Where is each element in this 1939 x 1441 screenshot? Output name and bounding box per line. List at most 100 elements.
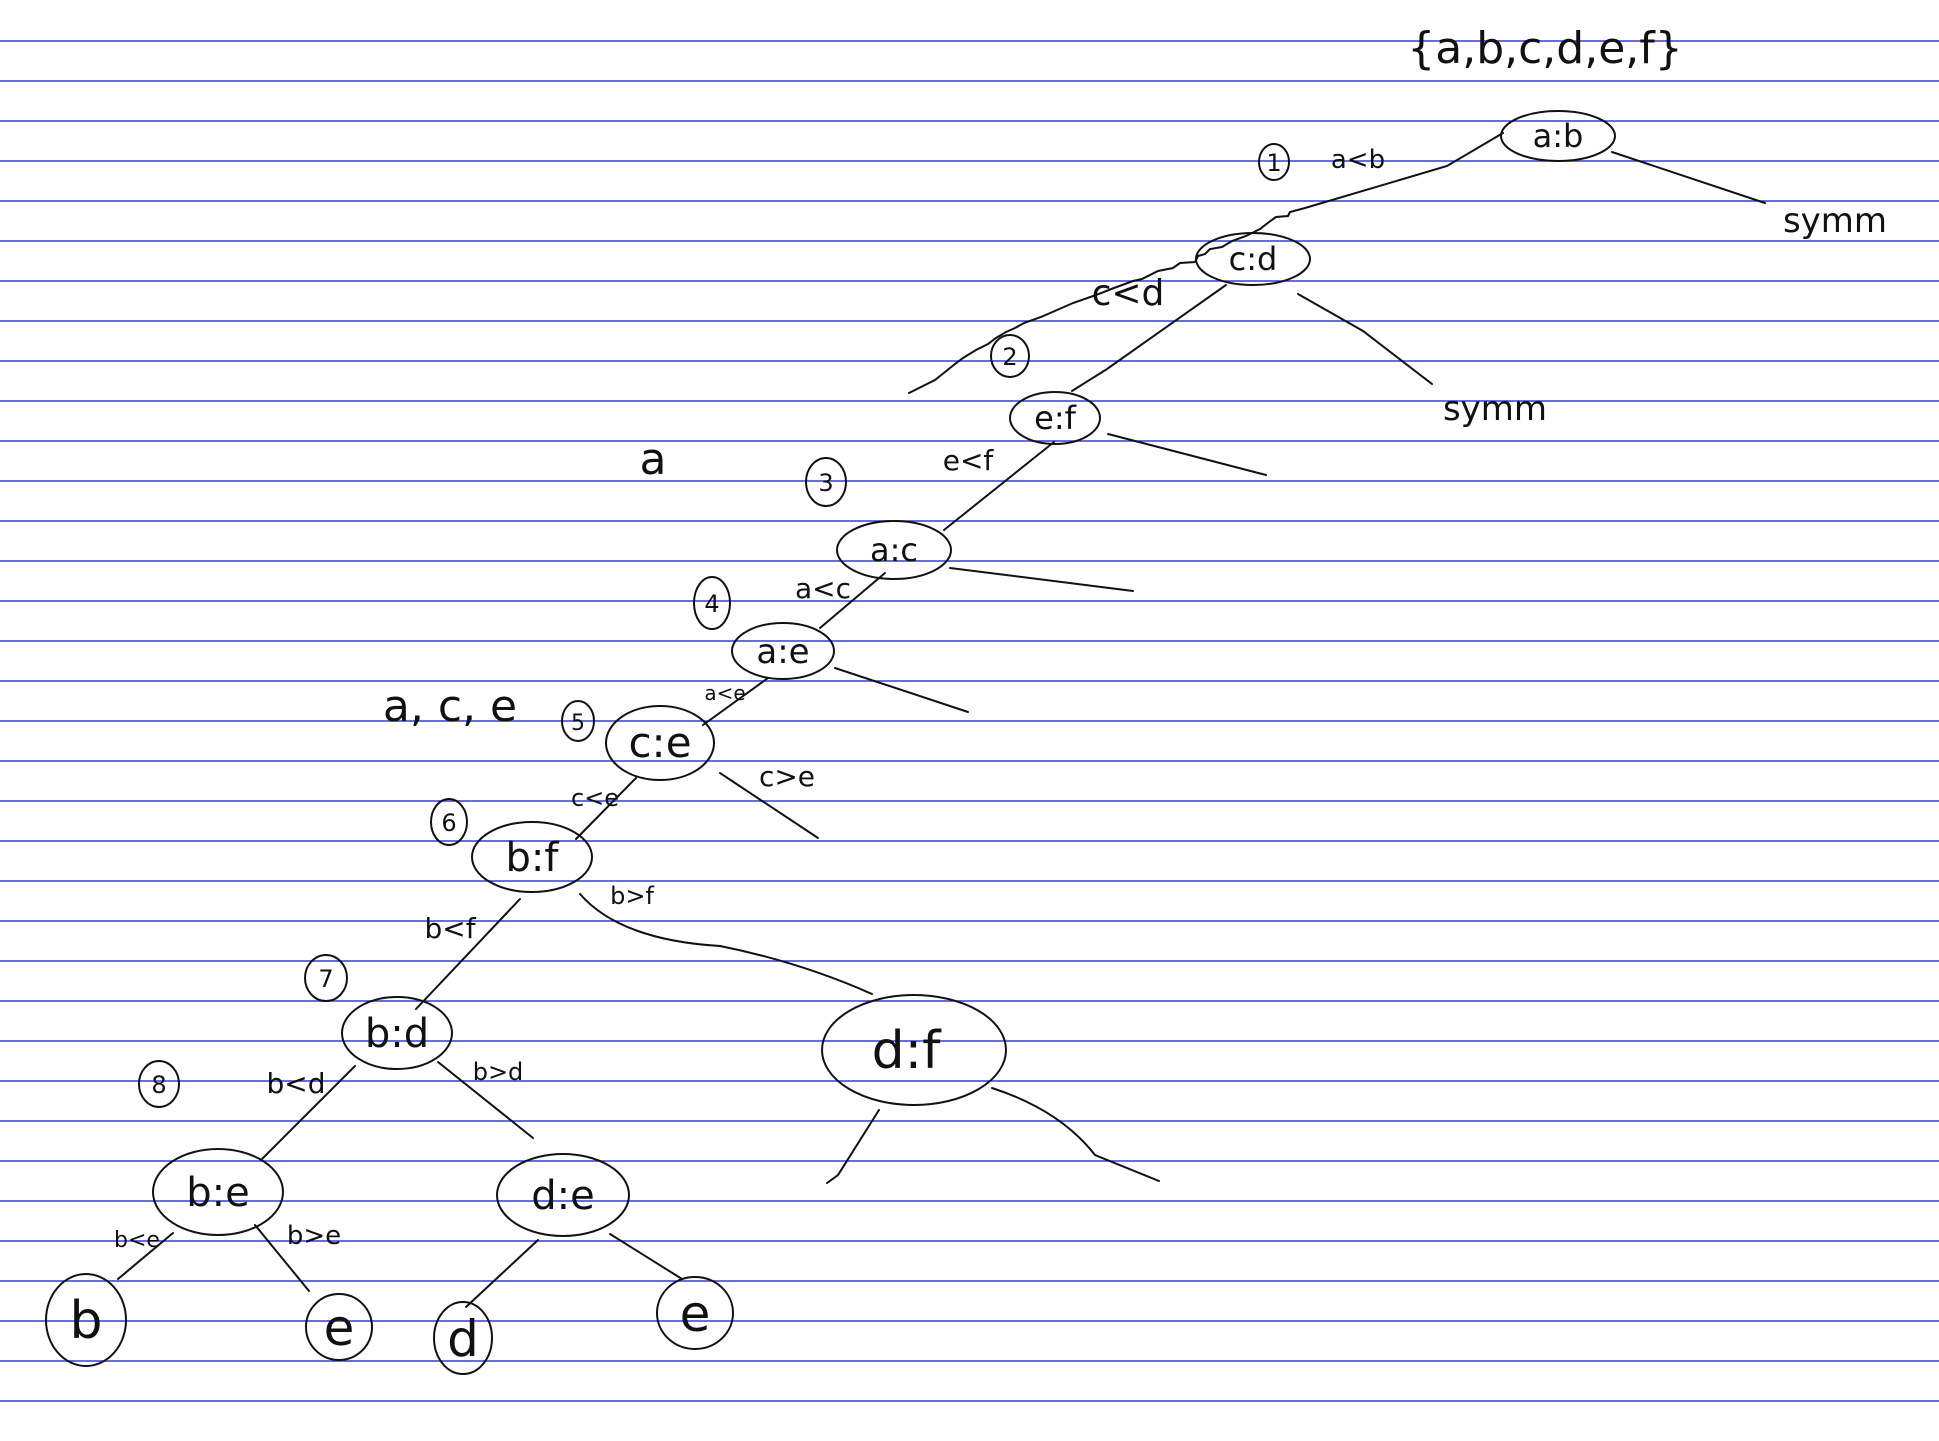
node-ellipse bbox=[836, 520, 952, 580]
edge-be-e bbox=[254, 1224, 310, 1292]
margin-note: a bbox=[640, 434, 667, 485]
svg-text:8: 8 bbox=[151, 1071, 166, 1099]
node-label: d:f bbox=[872, 1021, 943, 1081]
tree-node-be: b:e bbox=[152, 1148, 284, 1236]
edge-label: b<f bbox=[424, 912, 476, 945]
edge-ac-right bbox=[949, 567, 1134, 592]
node-ellipse bbox=[152, 1148, 284, 1236]
step-marker-2: 2 bbox=[990, 334, 1030, 378]
edge-label: c>e bbox=[759, 760, 815, 793]
tree-edges bbox=[117, 132, 1766, 1308]
node-label: a:e bbox=[756, 632, 809, 672]
svg-text:7: 7 bbox=[318, 965, 333, 993]
node-label: c:d bbox=[1229, 240, 1278, 278]
leaf-node-b: b bbox=[45, 1273, 127, 1367]
edge-label: b<e bbox=[114, 1228, 160, 1253]
edge-ce-bf bbox=[575, 777, 637, 840]
edge-de-e bbox=[609, 1233, 683, 1280]
edge-ef-ac bbox=[943, 441, 1055, 531]
tree-node-de: d:e bbox=[496, 1153, 630, 1237]
node-ellipse bbox=[731, 622, 835, 680]
edge-label: c<e bbox=[571, 784, 619, 812]
node-ellipse bbox=[1195, 232, 1311, 286]
tree-node-df: d:f bbox=[821, 994, 1007, 1106]
set-label: {a,b,c,d,e,f} bbox=[1407, 23, 1683, 74]
svg-text:4: 4 bbox=[704, 590, 719, 618]
node-label: d bbox=[447, 1310, 479, 1368]
edge-ce-right bbox=[719, 772, 819, 839]
edge-label: e<f bbox=[943, 444, 995, 477]
edge-ab-symm bbox=[1611, 151, 1766, 204]
node-ellipse bbox=[1009, 391, 1101, 445]
svg-text:2: 2 bbox=[1002, 343, 1017, 371]
node-label: b:f bbox=[506, 835, 560, 881]
node-label: c:e bbox=[628, 718, 691, 767]
edge-label: c<d bbox=[1092, 273, 1165, 314]
edge-label: b>d bbox=[473, 1058, 524, 1086]
tree-node-ae: a:e bbox=[731, 622, 835, 680]
edge-label: a<b bbox=[1331, 145, 1385, 175]
leaf-node-e-right: e bbox=[656, 1276, 734, 1350]
step-marker-4: 4 bbox=[693, 576, 731, 630]
svg-text:3: 3 bbox=[818, 469, 833, 497]
node-label: a:c bbox=[870, 531, 918, 569]
svg-text:1: 1 bbox=[1266, 149, 1281, 177]
edge-ae-ce bbox=[702, 677, 769, 726]
node-label: a:b bbox=[1533, 117, 1584, 155]
edge-cd-symm bbox=[1297, 293, 1433, 385]
node-label: b:d bbox=[365, 1011, 429, 1057]
step-marker-1: 1 bbox=[1258, 143, 1290, 181]
edge-labels: a<b c<d e<f a<c a<e c<e c>e b<f b>f b<d … bbox=[114, 145, 1385, 1253]
edge-cd-ef bbox=[1071, 284, 1227, 392]
step-marker-6: 6 bbox=[430, 798, 468, 846]
svg-text:6: 6 bbox=[441, 809, 456, 837]
step-marker-3: 3 bbox=[805, 457, 847, 507]
edge-df-right bbox=[991, 1087, 1160, 1182]
edge-ae-right bbox=[834, 667, 969, 713]
leaf-node-d: d bbox=[433, 1301, 493, 1375]
step-marker-7: 7 bbox=[304, 954, 348, 1002]
leaf-label-symm: symm bbox=[1443, 389, 1547, 429]
tree-node-ce: c:e bbox=[605, 705, 715, 781]
edge-df-left bbox=[826, 1109, 880, 1184]
node-label: b:e bbox=[186, 1170, 249, 1216]
edge-ef-right bbox=[1107, 433, 1267, 476]
margin-note: a, c, e bbox=[383, 681, 517, 732]
tree-node-ac: a:c bbox=[836, 520, 952, 580]
edge-label: a<c bbox=[795, 572, 851, 605]
edge-ac-ae bbox=[819, 572, 886, 629]
edge-be-b bbox=[117, 1232, 174, 1280]
tree-node-ab: a:b bbox=[1500, 110, 1616, 162]
step-markers: 1 2 3 4 5 6 7 8 bbox=[138, 143, 1290, 1108]
edge-de-d bbox=[465, 1239, 539, 1308]
node-ellipse bbox=[305, 1293, 373, 1361]
node-ellipse bbox=[496, 1153, 630, 1237]
node-label: b bbox=[69, 1291, 102, 1351]
edge-label: b>f bbox=[610, 882, 654, 910]
leaf-label-symm: symm bbox=[1783, 201, 1887, 241]
step-marker-5: 5 bbox=[561, 700, 595, 742]
node-label: e bbox=[680, 1285, 711, 1343]
node-ellipse bbox=[433, 1301, 493, 1375]
tree-node-bf: b:f bbox=[471, 821, 593, 893]
ruled-lines bbox=[0, 40, 1939, 1402]
node-ellipse bbox=[45, 1273, 127, 1367]
edge-bf-df bbox=[579, 893, 873, 995]
node-ellipse bbox=[605, 705, 715, 781]
node-ellipse bbox=[341, 996, 453, 1070]
leaf-node-e-left: e bbox=[305, 1293, 373, 1361]
node-ellipse bbox=[1500, 110, 1616, 162]
node-ellipse bbox=[471, 821, 593, 893]
node-label: e:f bbox=[1034, 399, 1076, 437]
tree-node-ef: e:f bbox=[1009, 391, 1101, 445]
svg-text:5: 5 bbox=[571, 711, 585, 736]
tree-node-cd: c:d bbox=[1195, 232, 1311, 286]
node-label: e bbox=[324, 1299, 355, 1357]
node-ellipse bbox=[821, 994, 1007, 1106]
step-marker-8: 8 bbox=[138, 1060, 180, 1108]
edge-bf-bd bbox=[415, 898, 521, 1010]
node-label: d:e bbox=[531, 1173, 594, 1219]
tree-node-bd: b:d bbox=[341, 996, 453, 1070]
node-ellipse bbox=[656, 1276, 734, 1350]
